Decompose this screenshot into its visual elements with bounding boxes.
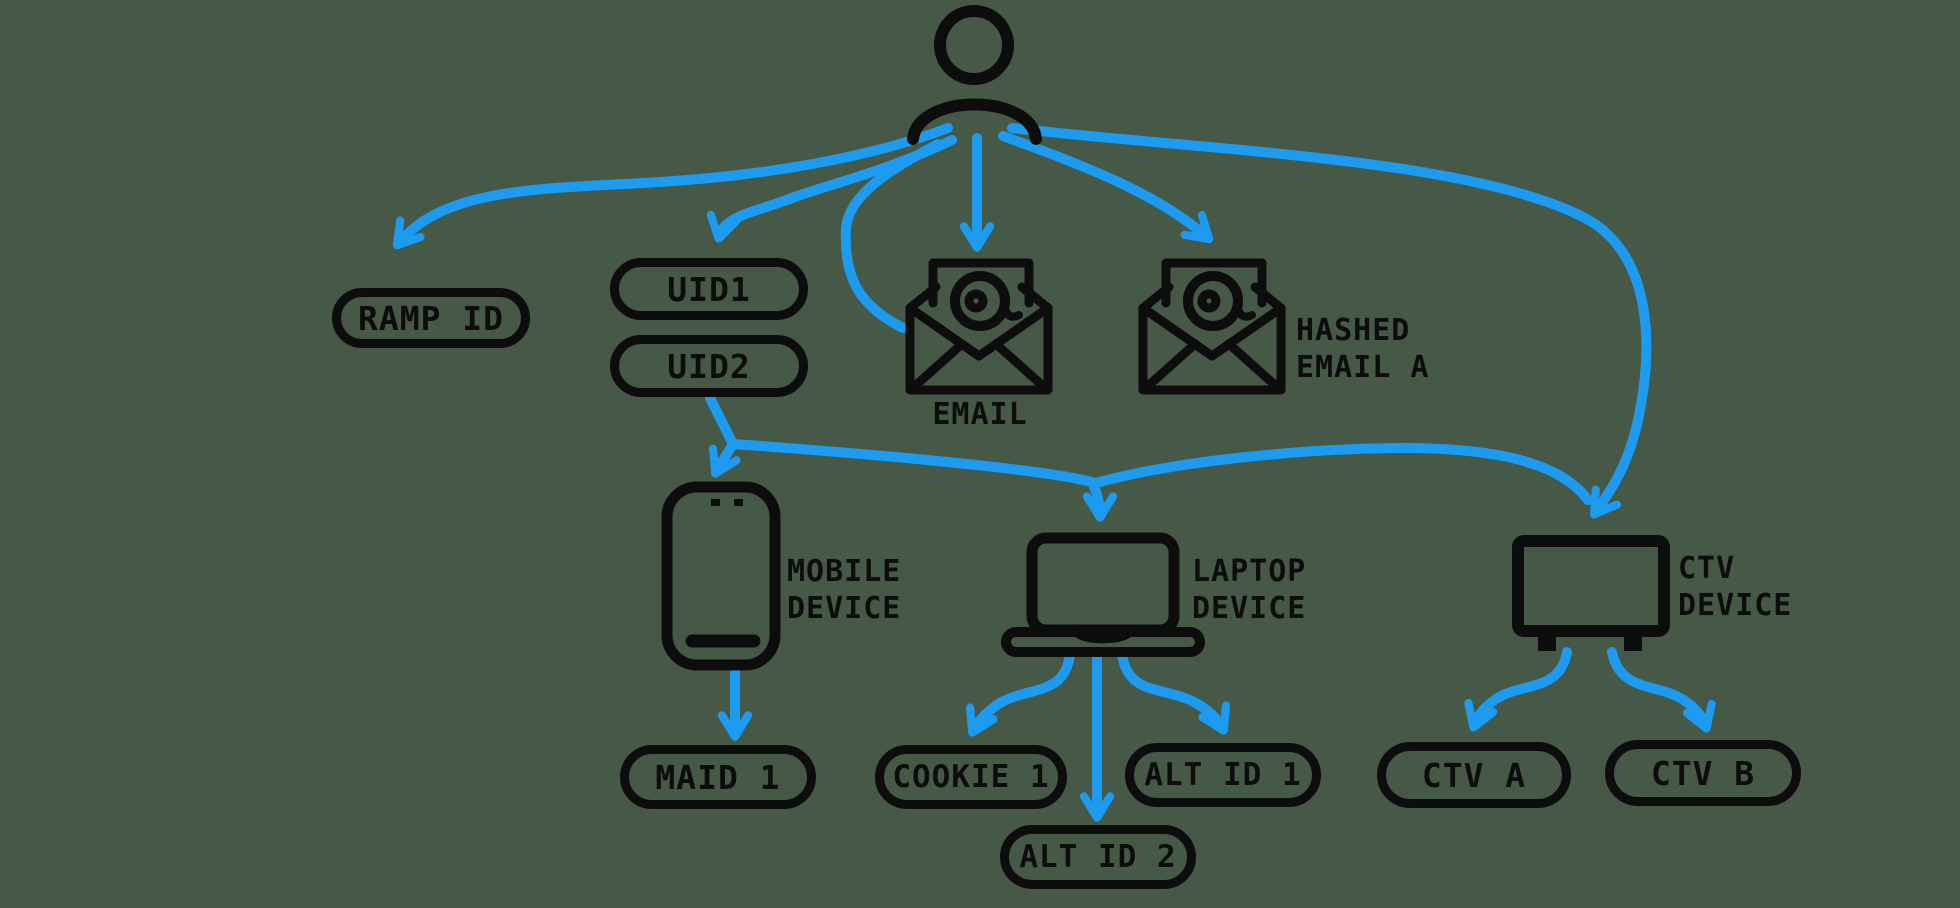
- edge-group: [392, 123, 1716, 822]
- node-uid1: UID1: [610, 258, 808, 320]
- ctv-tv-icon: [1512, 535, 1670, 651]
- node-uid2: UID2: [610, 335, 808, 397]
- edge-user-ctv-device: [1007, 123, 1652, 519]
- node-maid-1: MAID 1: [620, 745, 816, 809]
- node-ramp-id: RAMP ID: [332, 288, 530, 348]
- edge-user-ramp-id: [392, 123, 953, 250]
- edge-ctv-ctv-a: [1464, 647, 1572, 732]
- label-laptop-device: LAPTOP DEVICE: [1192, 554, 1307, 626]
- edge-uid2-laptop-device: [728, 439, 1118, 522]
- label-email: EMAIL: [932, 397, 1028, 432]
- edge-uid2-ctv-device: [1091, 442, 1593, 505]
- laptop-icon: [1001, 532, 1205, 657]
- email-envelope-icon: [905, 258, 1053, 395]
- label-hashed-email-a: HASHED EMAIL A: [1296, 313, 1430, 385]
- hashed-email-envelope-icon: [1138, 258, 1286, 395]
- person-icon: [907, 5, 1042, 145]
- label-mobile-device: MOBILE DEVICE: [787, 554, 902, 626]
- edge-ctv-ctv-b: [1607, 647, 1716, 733]
- node-alt-id-1: ALT ID 1: [1125, 743, 1321, 807]
- edge-user-hashed-email: [998, 131, 1214, 244]
- node-ctv-a: CTV A: [1377, 742, 1571, 808]
- node-ctv-b: CTV B: [1605, 740, 1801, 806]
- node-alt-id-2: ALT ID 2: [1000, 825, 1196, 889]
- label-ctv-device: CTV DEVICE: [1678, 551, 1793, 623]
- mobile-phone-icon: [661, 481, 781, 671]
- edge-laptop-alt-id1: [1117, 649, 1231, 735]
- edge-user-email-hook: [840, 139, 943, 333]
- edge-laptop-cookie1: [965, 649, 1075, 737]
- node-cookie-1: COOKIE 1: [875, 745, 1067, 809]
- edge-uid2-junction: [705, 393, 738, 449]
